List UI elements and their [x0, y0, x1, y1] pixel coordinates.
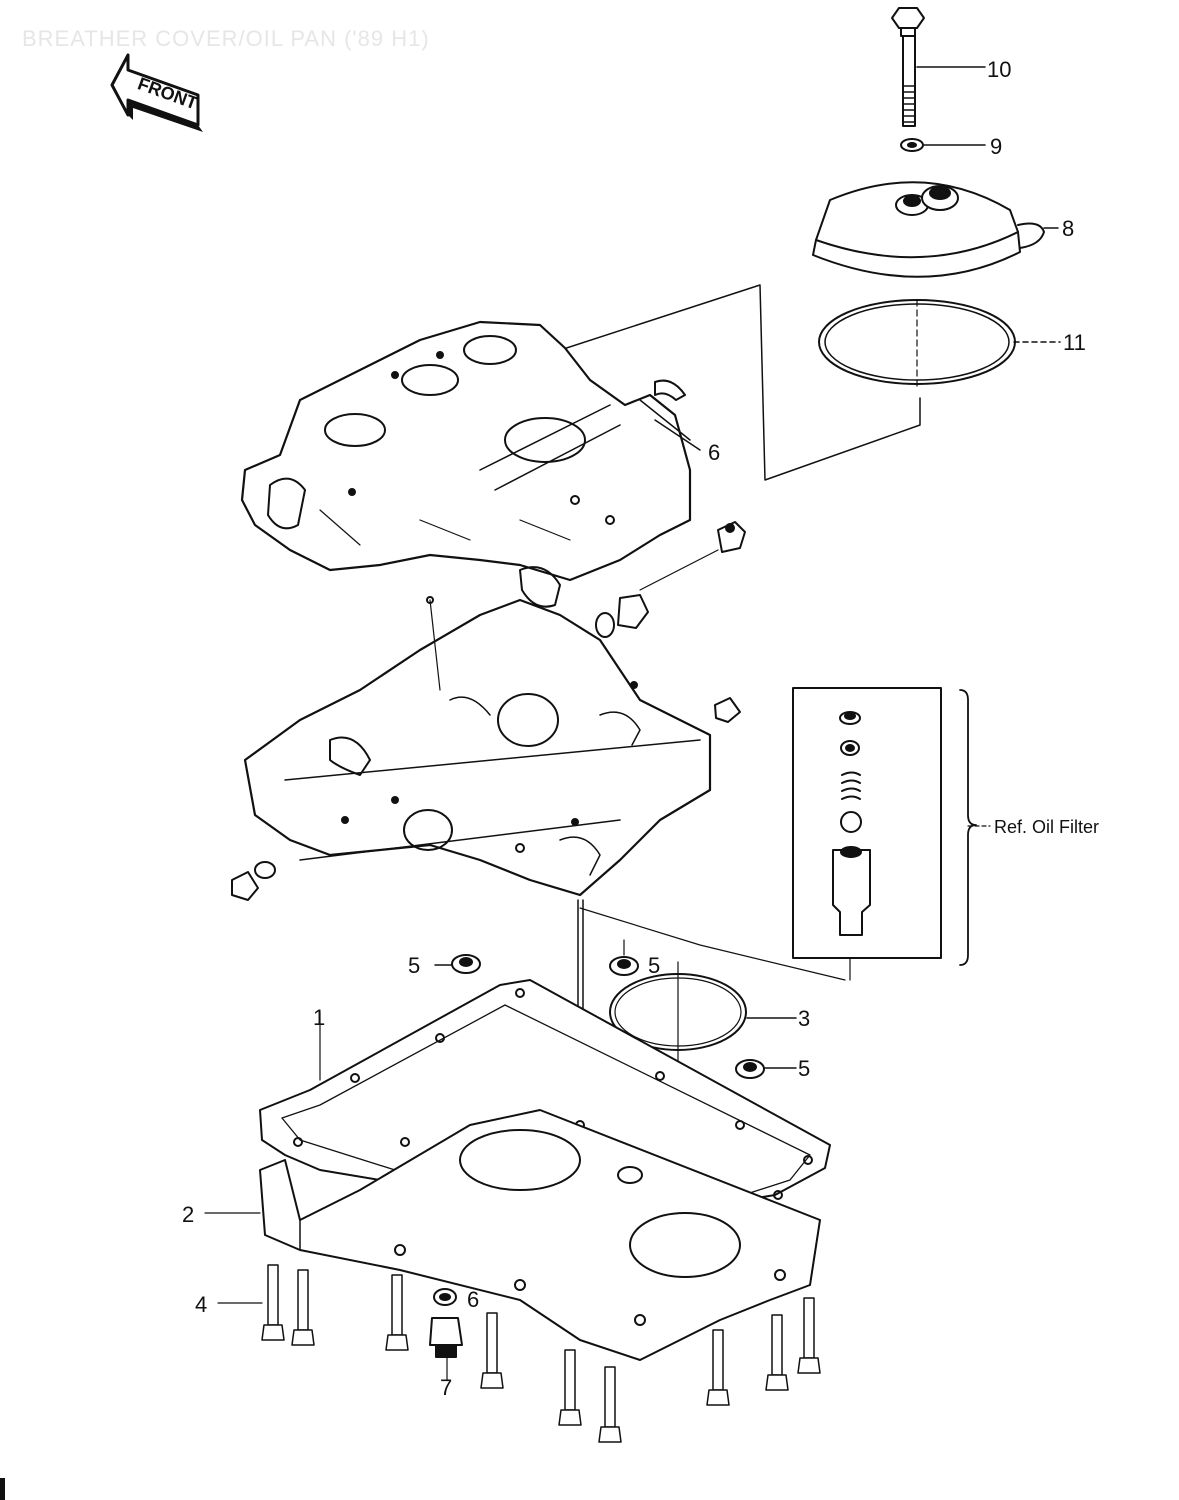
callout-11: 11 — [1063, 330, 1086, 355]
callout-10: 10 — [987, 57, 1011, 82]
callout-numbers: 10 9 8 11 5 5 3 5 1 2 4 6 7 — [182, 57, 1086, 1400]
callout-5-left: 5 — [408, 953, 420, 978]
callout-6-upper: 6 — [708, 440, 720, 465]
callout-9: 9 — [990, 134, 1002, 159]
breather-cover-part — [812, 181, 1045, 278]
callout-2: 2 — [182, 1202, 194, 1227]
oil-seal-5-right-part — [735, 1059, 765, 1079]
oil-pressure-switch-part — [639, 521, 746, 591]
callout-4: 4 — [195, 1292, 207, 1317]
oil-pan-bolts-part — [261, 1264, 821, 1443]
oil-pipe-fitting-part — [714, 697, 741, 723]
breather-bolt-part — [891, 7, 925, 127]
callout-8: 8 — [1062, 216, 1074, 241]
upper-crankcase-part — [240, 320, 701, 608]
callout-5-right: 5 — [798, 1056, 810, 1081]
oil-seal-5-left-part — [451, 954, 481, 974]
oil-filter-reference-box — [792, 687, 991, 981]
drain-plug-washer-part — [433, 1288, 457, 1306]
oil-seal-5-center-part — [609, 956, 639, 976]
callout-5-center: 5 — [648, 953, 660, 978]
oil-pan-part — [259, 1109, 821, 1361]
oil-pan-drain-plug-part — [429, 1317, 463, 1358]
diagram-title: BREATHER COVER/OIL PAN ('89 H1) — [22, 26, 430, 51]
callout-3: 3 — [798, 1006, 810, 1031]
ref-oil-filter-label: Ref. Oil Filter — [994, 817, 1099, 837]
washer-part — [900, 138, 924, 152]
lower-crankcase-part — [243, 596, 712, 897]
front-drain-plug-part — [231, 861, 276, 901]
callout-7: 7 — [440, 1375, 452, 1400]
callout-6-lower: 6 — [467, 1287, 479, 1312]
drain-plug-upper-part — [595, 594, 649, 638]
callout-1: 1 — [313, 1005, 325, 1030]
front-arrow-icon: FRONT — [110, 53, 203, 132]
